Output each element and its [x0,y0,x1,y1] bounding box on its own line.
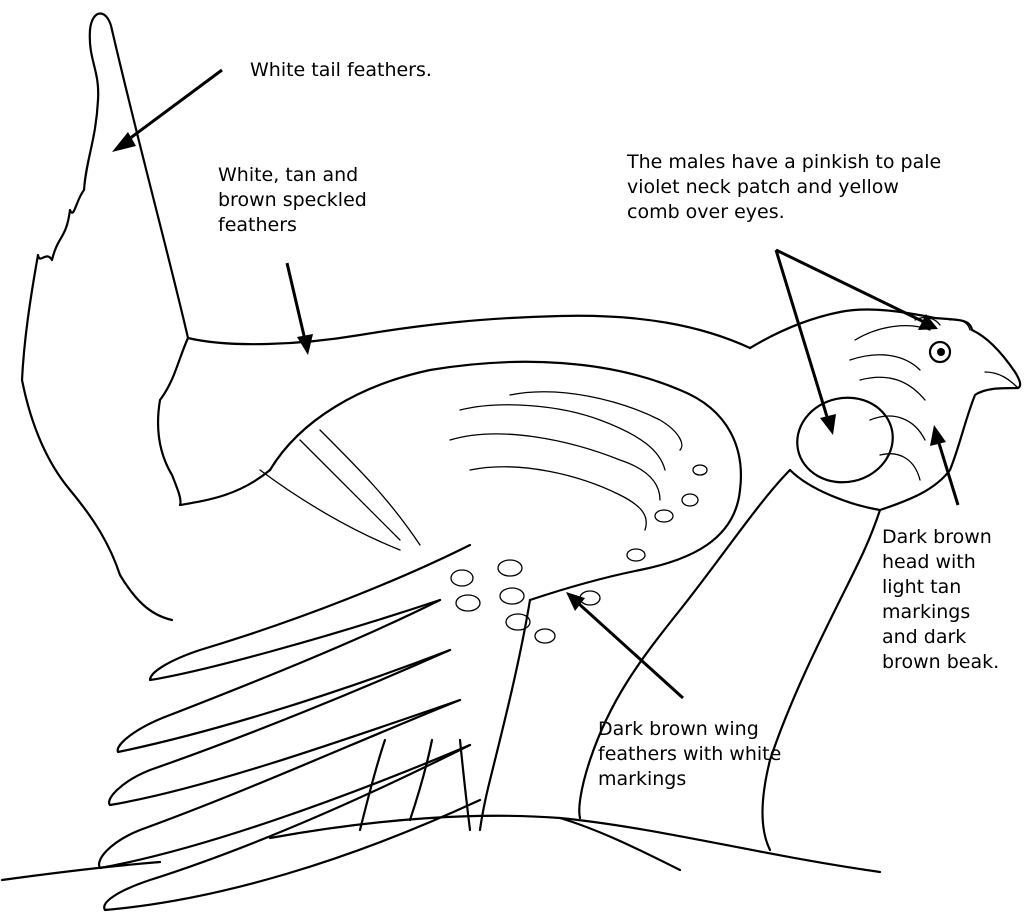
head-label: Dark brown head with light tan markings … [882,525,1022,675]
head-arrow [930,425,958,505]
back-outline [188,316,750,348]
males-label: The males have a pinkish to pale violet … [627,150,941,225]
tail-feathers [22,14,188,621]
ground-line [2,816,880,880]
wing-arrow [566,592,683,698]
white-spots [451,465,707,643]
neck-patch-arrow [776,250,836,435]
primary-feathers [99,545,530,910]
neck-patch [789,389,900,491]
tail-arrow [112,70,222,152]
comb-arrow [776,250,938,330]
tail-label: White tail feathers. [250,58,432,83]
wing-label: Dark brown wing feathers with white mark… [598,717,781,792]
head-outline [750,310,1020,510]
body-arrow [287,263,313,355]
body-label: White, tan and brown speckled feathers [218,163,367,238]
